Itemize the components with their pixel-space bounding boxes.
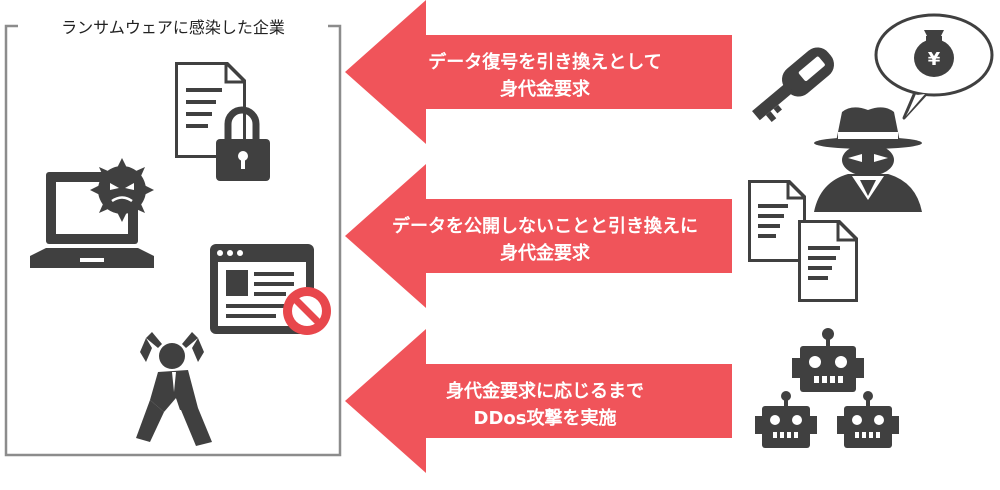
document-front <box>798 220 858 302</box>
locked-document-icon <box>175 62 270 181</box>
arrow-3-line-1: 身代金要求に応じるまで <box>446 380 644 402</box>
robot-bottom-right <box>837 391 899 448</box>
document-back <box>748 180 806 262</box>
arrow-3: 身代金要求に応じるまで DDos攻撃を実施 <box>345 329 732 473</box>
victim-company-frame: ランサムウェアに感染した企業 <box>4 18 342 457</box>
arrow-1-line-1: データ復号を引き換えとして <box>428 51 661 73</box>
victim-title: ランサムウェアに感染した企業 <box>61 18 285 37</box>
stolen-documents-icon <box>748 180 858 302</box>
blocked-browser-icon <box>210 244 331 335</box>
botnet-robots-icon <box>755 328 899 448</box>
arrow-3-line-2: DDos攻撃を実施 <box>474 407 617 429</box>
yen-symbol: ¥ <box>928 49 941 70</box>
arrow-1: データ復号を引き換えとして 身代金要求 <box>345 0 732 144</box>
infected-laptop-icon <box>30 158 154 268</box>
arrow-2-line-1: データを公開しないことと引き換えに <box>392 215 698 237</box>
key-icon <box>752 47 835 123</box>
virus-icon <box>90 158 154 222</box>
arrow-2: データを公開しないことと引き換えに 身代金要求 <box>345 164 732 308</box>
money-bag-speech-bubble-icon: ¥ <box>874 13 994 120</box>
arrow-2-line-2: 身代金要求 <box>500 242 591 264</box>
distressed-person-icon <box>136 332 212 446</box>
money-bag-icon: ¥ <box>914 30 954 77</box>
robot-top <box>792 328 864 392</box>
hacker-icon <box>814 107 922 212</box>
arrow-1-line-2: 身代金要求 <box>500 78 591 100</box>
robot-bottom-left <box>755 391 817 448</box>
prohibited-icon <box>283 287 331 335</box>
